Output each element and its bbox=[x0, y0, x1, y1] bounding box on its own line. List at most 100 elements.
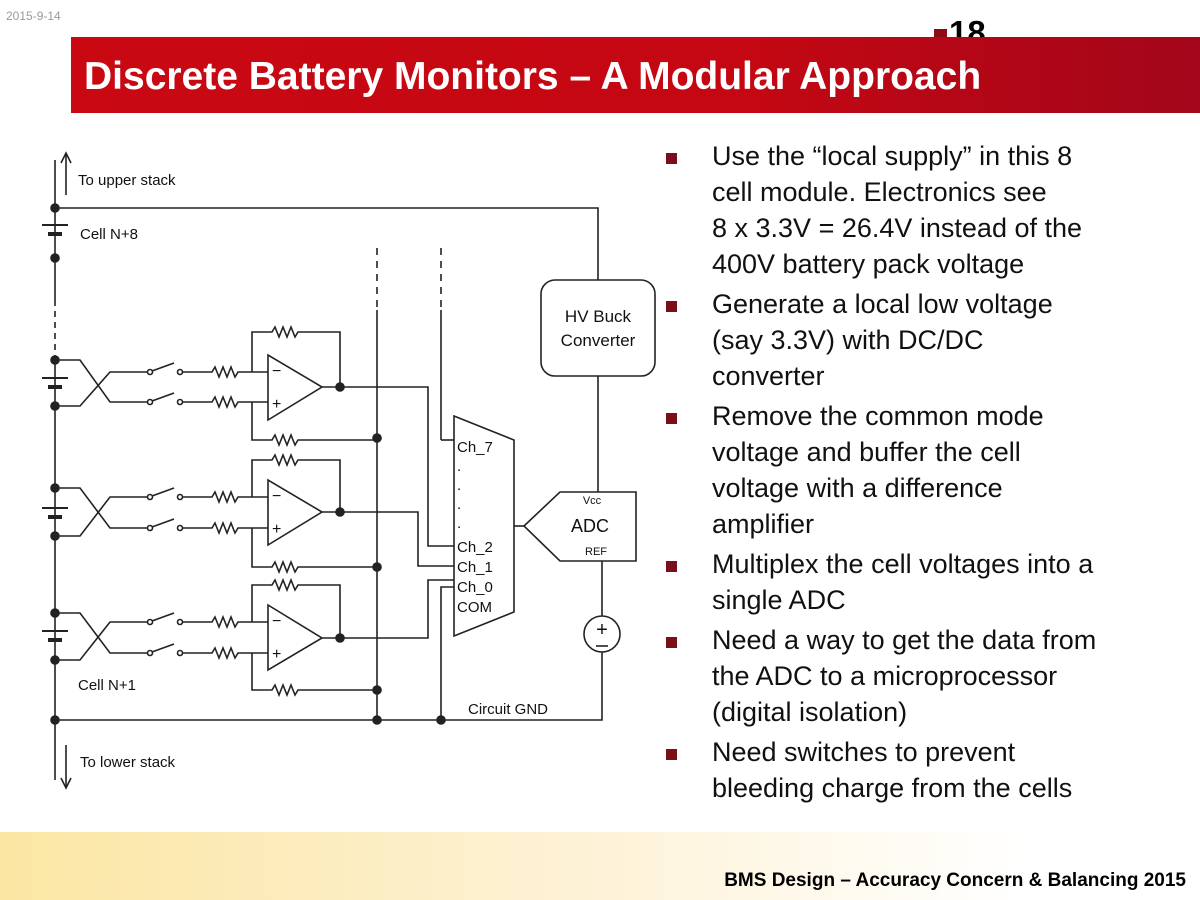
battery-monitor-schematic: HV Buck Converter − + bbox=[42, 151, 656, 790]
switch-contact bbox=[176, 398, 184, 406]
switch-contact bbox=[146, 493, 154, 501]
adc-label: ADC bbox=[571, 516, 609, 536]
switch-contact bbox=[176, 618, 184, 626]
cell-top-label: Cell N+8 bbox=[80, 226, 138, 243]
plus-sign: + bbox=[272, 521, 281, 538]
title-bar: Discrete Battery Monitors – A Modular Ap… bbox=[71, 37, 1200, 113]
battery-stack bbox=[42, 151, 72, 790]
multiplexer-icon bbox=[453, 414, 515, 638]
cross-wire bbox=[55, 612, 150, 654]
output-wire bbox=[322, 579, 454, 639]
switch-blade bbox=[151, 518, 175, 528]
op-amp-icon bbox=[267, 603, 324, 672]
footer-text: BMS Design – Accuracy Concern & Balancin… bbox=[724, 870, 1186, 891]
com-wire bbox=[440, 586, 454, 720]
plus-sign: + bbox=[272, 646, 281, 663]
switch-blade bbox=[151, 362, 175, 372]
adc-icon bbox=[522, 491, 637, 562]
resistor-icon bbox=[183, 394, 268, 410]
buck-label-1: HV Buck bbox=[565, 307, 632, 326]
bullet-square-icon bbox=[666, 561, 677, 572]
switch-blade bbox=[151, 612, 175, 622]
resistor-icon bbox=[183, 645, 268, 661]
bullet-text: Generate a local low voltage (say 3.3V) … bbox=[712, 289, 1053, 391]
bullet-item: Multiplex the cell voltages into a singl… bbox=[662, 546, 1192, 618]
to-lower-stack-label: To lower stack bbox=[80, 754, 176, 771]
slide-date: 2015-9-14 bbox=[6, 9, 61, 23]
circuit-gnd-line bbox=[55, 652, 603, 721]
bullet-item: Use the “local supply” in this 8 cell mo… bbox=[662, 138, 1192, 282]
switch-contact bbox=[176, 493, 184, 501]
switch-contact bbox=[146, 524, 154, 532]
resistor-icon bbox=[183, 614, 268, 630]
switch-contact bbox=[146, 649, 154, 657]
bullet-item: Generate a local low voltage (say 3.3V) … bbox=[662, 286, 1192, 394]
ground-resistor-icon bbox=[251, 402, 377, 448]
bullet-list: Use the “local supply” in this 8 cell mo… bbox=[662, 138, 1192, 810]
source-plus-sign: + bbox=[596, 619, 608, 641]
bullet-square-icon bbox=[666, 153, 677, 164]
mux-ch0: Ch_0 bbox=[457, 579, 493, 596]
switch-contact bbox=[146, 398, 154, 406]
diff-amp-module-3: − + bbox=[55, 577, 454, 698]
bullet-text: Use the “local supply” in this 8 cell mo… bbox=[712, 141, 1083, 279]
output-wire bbox=[322, 386, 454, 547]
cross-wire bbox=[55, 496, 150, 537]
switch-contact bbox=[176, 368, 184, 376]
supply-line bbox=[55, 207, 599, 280]
bullet-item: Remove the common mode voltage and buffe… bbox=[662, 398, 1192, 542]
bullet-text: Remove the common mode voltage and buffe… bbox=[712, 401, 1044, 539]
mux-ch7: Ch_7 bbox=[457, 439, 493, 456]
slide-title: Discrete Battery Monitors – A Modular Ap… bbox=[84, 55, 982, 98]
arrow-up-icon bbox=[60, 151, 72, 164]
buck-label-2: Converter bbox=[561, 331, 636, 350]
mux-dot: . bbox=[457, 496, 461, 513]
switch-blade bbox=[151, 487, 175, 497]
switch-blade bbox=[151, 392, 175, 402]
cell-bottom-label: Cell N+1 bbox=[78, 677, 136, 694]
bullet-text: Multiplex the cell voltages into a singl… bbox=[712, 549, 1094, 615]
minus-sign: − bbox=[272, 488, 281, 505]
switch-contact bbox=[176, 524, 184, 532]
mux-ch1: Ch_1 bbox=[457, 559, 493, 576]
circuit-gnd-label: Circuit GND bbox=[468, 701, 548, 718]
mux-ch2: Ch_2 bbox=[457, 539, 493, 556]
cross-wire bbox=[55, 359, 150, 403]
buck-converter-box bbox=[540, 279, 656, 377]
switch-contact bbox=[176, 649, 184, 657]
mux-dot: . bbox=[457, 477, 461, 494]
bullet-square-icon bbox=[666, 637, 677, 648]
adc-ref-label: REF bbox=[585, 546, 607, 558]
cross-wire bbox=[55, 487, 150, 529]
node-dot bbox=[335, 382, 345, 392]
mux-dot: . bbox=[457, 458, 461, 475]
resistor-icon bbox=[183, 364, 268, 380]
node-dot bbox=[335, 507, 345, 517]
minus-sign: − bbox=[272, 613, 281, 630]
bullet-square-icon bbox=[666, 301, 677, 312]
bullet-square-icon bbox=[666, 413, 677, 424]
bullet-text: Need switches to prevent bleeding charge… bbox=[712, 737, 1073, 803]
resistor-icon bbox=[183, 489, 268, 505]
ground-resistor-icon bbox=[251, 528, 377, 575]
ground-resistor-icon bbox=[251, 653, 377, 698]
adc-vcc-label: Vcc bbox=[583, 495, 602, 507]
minus-sign: − bbox=[272, 363, 281, 380]
node-dot bbox=[335, 633, 345, 643]
to-upper-stack-label: To upper stack bbox=[78, 172, 176, 189]
cross-wire bbox=[55, 371, 150, 407]
bullet-text: Need a way to get the data from the ADC … bbox=[712, 625, 1097, 727]
footer-band bbox=[0, 832, 1200, 900]
resistor-icon bbox=[183, 520, 268, 536]
switch-contact bbox=[146, 618, 154, 626]
bullet-item: Need a way to get the data from the ADC … bbox=[662, 622, 1192, 730]
diff-amp-module-1: − + bbox=[55, 324, 454, 547]
output-wire bbox=[322, 511, 454, 567]
switch-contact bbox=[146, 368, 154, 376]
feedback-resistor-icon bbox=[251, 452, 341, 512]
bullet-square-icon bbox=[666, 749, 677, 760]
diff-amp-module-2: − + bbox=[55, 452, 454, 575]
feedback-resistor-icon bbox=[251, 324, 341, 387]
switch-blade bbox=[151, 643, 175, 653]
mux-com: COM bbox=[457, 599, 492, 616]
